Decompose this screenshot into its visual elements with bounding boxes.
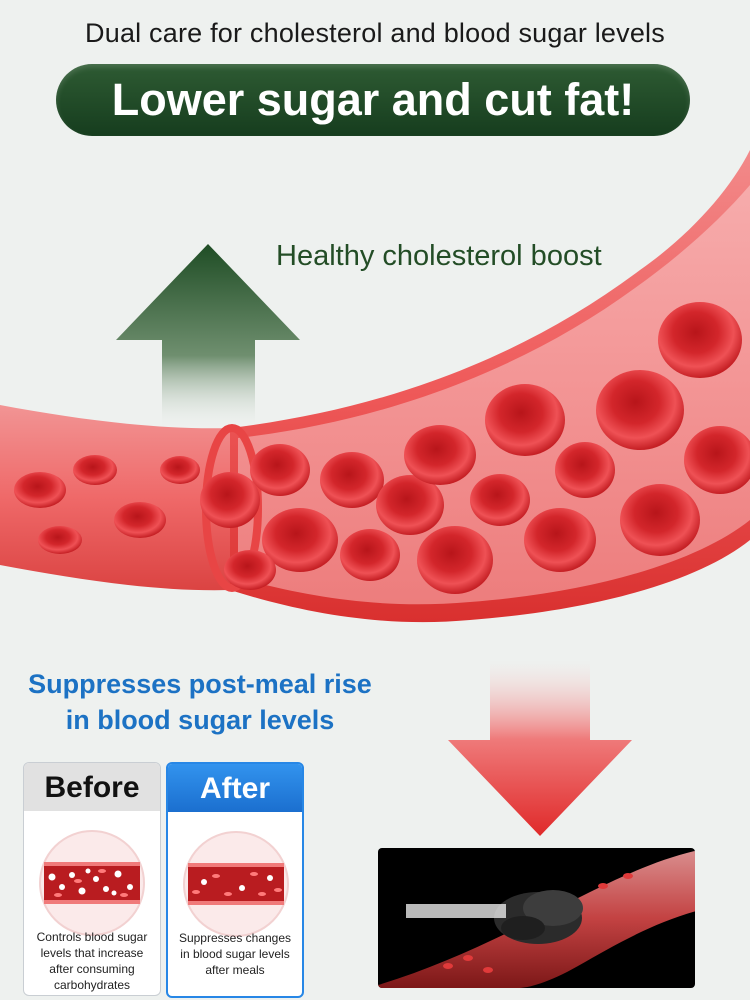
- before-vessel-diagram: [38, 829, 146, 937]
- blood-cells: [14, 302, 750, 594]
- suppress-label-line-1: Suppresses post-meal rise: [28, 669, 372, 699]
- down-arrow-icon: [448, 660, 632, 836]
- cholesterol-label: Healthy cholesterol boost: [276, 240, 602, 272]
- headline-banner: Lower sugar and cut fat!: [56, 64, 690, 136]
- after-caption-line: in blood sugar levels: [180, 947, 290, 961]
- before-caption: Controls blood sugar levels that increas…: [26, 929, 158, 993]
- after-caption: Suppresses changes in blood sugar levels…: [170, 930, 300, 978]
- before-caption-line: carbohydrates: [53, 978, 131, 992]
- before-caption-line: levels that increase: [40, 946, 144, 960]
- clogged-artery-image: [378, 848, 695, 988]
- headline-text: Lower sugar and cut fat!: [111, 74, 635, 125]
- suppress-label-line-2: in blood sugar levels: [65, 705, 335, 735]
- after-caption-line: after meals: [205, 963, 265, 977]
- suppress-label: Suppresses post-meal rise in blood sugar…: [14, 666, 386, 738]
- after-vessel-diagram: [182, 830, 290, 938]
- after-caption-line: Suppresses changes: [178, 931, 292, 945]
- before-panel: Before Controls: [23, 762, 161, 996]
- after-title: After: [168, 764, 302, 812]
- before-title: Before: [24, 763, 160, 811]
- after-panel: After Suppresses changes in bloo: [166, 762, 304, 998]
- before-caption-line: Controls blood sugar: [36, 930, 148, 944]
- before-caption-line: after consuming: [49, 962, 135, 976]
- up-arrow-icon: [116, 244, 300, 430]
- page-subtitle: Dual care for cholesterol and blood suga…: [85, 18, 665, 48]
